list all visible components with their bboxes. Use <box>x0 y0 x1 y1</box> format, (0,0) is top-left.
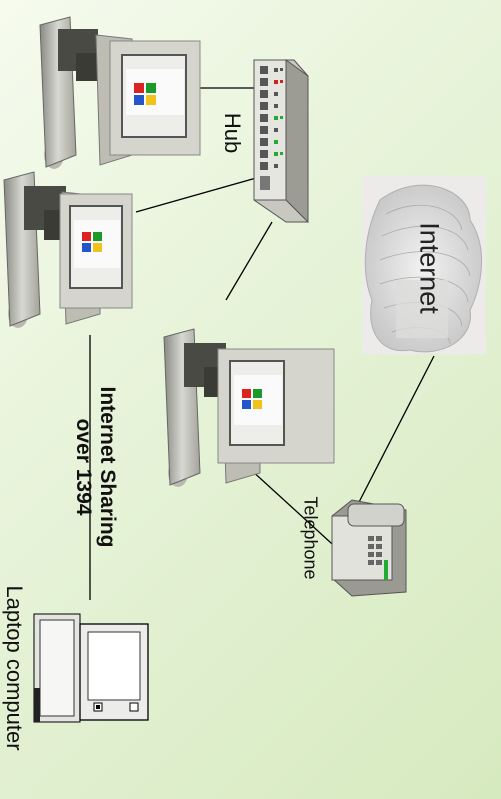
hub-leds <box>274 68 283 168</box>
hub-icon <box>253 59 309 224</box>
hub-ports <box>260 66 270 190</box>
sharing-label-line2: over 1394 <box>72 418 95 516</box>
desktop-computer-1 <box>39 16 201 169</box>
telephone-label: Telephone <box>300 496 321 580</box>
sharing-label-line1: Internet Sharing <box>96 386 119 548</box>
link-pc2-hub <box>135 177 257 213</box>
desktop-computer-2 <box>3 171 133 328</box>
telephone-icon <box>331 499 407 597</box>
hub-label: Hub <box>220 112 245 154</box>
sharing-label: Internet Sharing over 1394 <box>71 386 119 547</box>
internet-cloud-icon <box>362 176 486 354</box>
link-telephone-internet <box>355 355 435 509</box>
laptop-label: Laptop computer <box>2 585 27 751</box>
laptop-icon <box>33 613 149 723</box>
desktop-computer-3 <box>163 328 335 487</box>
link-hub-pc3 <box>225 221 273 301</box>
internet-label: Internet <box>414 222 445 314</box>
